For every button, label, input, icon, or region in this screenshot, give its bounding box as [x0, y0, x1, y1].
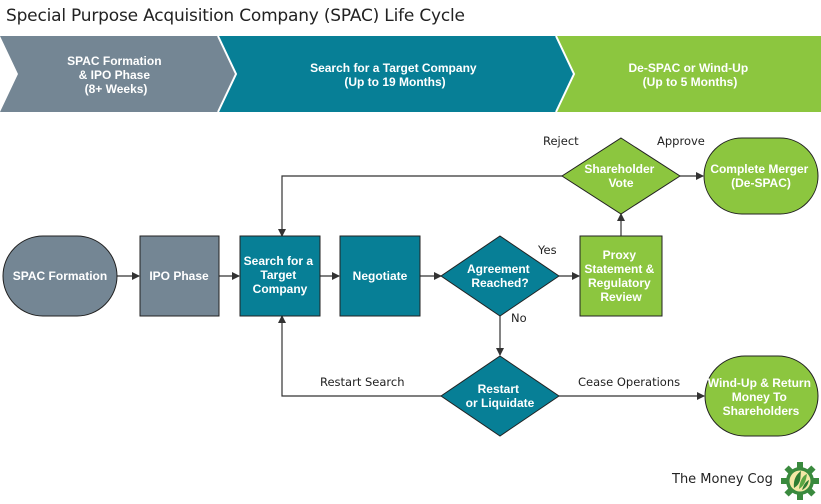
- node-negotiate: [339, 235, 421, 317]
- node-shareholder-vote-label: Shareholder Vote: [584, 162, 657, 190]
- node-complete-merger: [703, 137, 819, 215]
- node-proxy-label: Proxy Statement & Regulatory Review: [584, 248, 657, 304]
- edge-label-cease-operations: Cease Operations: [578, 375, 680, 389]
- phase-chevron-despac: [556, 36, 821, 112]
- edge-vote-reject: [278, 175, 562, 237]
- phase-chevron-search: [218, 36, 574, 112]
- gear-leaf-icon: [781, 462, 819, 500]
- edge-label-reject: Reject: [543, 134, 579, 148]
- node-agreement-diamond: [440, 235, 560, 317]
- node-shareholder-vote-diamond: [561, 137, 681, 215]
- node-complete-merger-label: Complete Merger (De-SPAC): [710, 162, 811, 190]
- node-agreement-label: Agreement Reached?: [467, 262, 533, 290]
- node-restart-diamond: [440, 355, 560, 437]
- node-windup: [704, 355, 819, 437]
- edge-label-restart-search: Restart Search: [320, 375, 405, 389]
- node-negotiate-label: Negotiate: [353, 269, 408, 283]
- node-ipo-phase: [139, 235, 220, 317]
- phase-search-label: Search for a Target Company (Up to 19 Mo…: [310, 61, 480, 89]
- node-spac-formation: [2, 235, 118, 317]
- node-ipo-phase-label: IPO Phase: [149, 269, 209, 283]
- node-restart-label: Restart or Liquidate: [466, 382, 535, 410]
- phase-despac-label: De-SPAC or Wind-Up (Up to 5 Months): [628, 61, 751, 89]
- node-search-label: Search for a Target Company: [244, 254, 317, 296]
- page-title: Special Purpose Acquisition Company (SPA…: [6, 6, 465, 26]
- edge-restart-search: [278, 315, 441, 397]
- node-spac-formation-label: SPAC Formation: [13, 269, 107, 283]
- brand-name: The Money Cog: [672, 472, 773, 487]
- edge-label-no: No: [511, 311, 527, 325]
- node-search: [239, 235, 321, 317]
- phase-chevron-formation: [0, 36, 236, 112]
- phase-formation-label: SPAC Formation & IPO Phase (8+ Weeks): [67, 54, 165, 96]
- edge-label-yes: Yes: [537, 243, 557, 257]
- node-windup-label: Wind-Up & Return Money To Shareholders: [708, 376, 815, 418]
- node-proxy: [579, 235, 663, 317]
- edge-label-approve: Approve: [657, 134, 705, 148]
